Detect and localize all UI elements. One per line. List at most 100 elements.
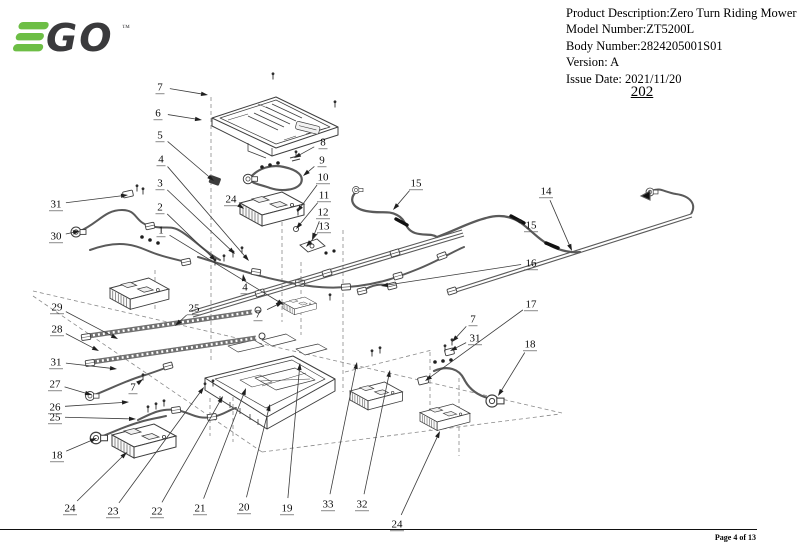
callout-17: 17 <box>425 299 538 381</box>
part-relay-module-top <box>239 191 305 227</box>
callout-5: 5 <box>155 130 214 181</box>
svg-text:15: 15 <box>411 178 423 190</box>
callout-7: 7 <box>452 314 478 342</box>
callout-31: 31 <box>49 357 117 371</box>
svg-text:30: 30 <box>51 231 63 243</box>
svg-text:9: 9 <box>319 155 325 167</box>
callout-15: 15 <box>393 178 423 210</box>
svg-text:26: 26 <box>50 402 62 414</box>
callout-29: 29 <box>50 302 118 339</box>
callout-15: 15 <box>514 219 538 233</box>
callout-4: 4 <box>240 274 250 295</box>
svg-text:24: 24 <box>226 194 238 206</box>
svg-text:2: 2 <box>157 202 163 214</box>
callout-6: 6 <box>153 108 202 122</box>
ego-logo-tm: ™ <box>122 23 130 32</box>
callout-23: 23 <box>106 387 204 519</box>
wire-harness-16 <box>355 281 399 296</box>
callout-2: 2 <box>155 202 216 261</box>
part-module-right <box>349 381 403 411</box>
svg-text:25: 25 <box>189 303 201 315</box>
callout-31: 31 <box>450 333 482 351</box>
callout-19: 19 <box>280 363 302 516</box>
construction-lines <box>32 97 563 456</box>
callout-24: 24 <box>224 194 244 209</box>
svg-text:3: 3 <box>157 178 163 190</box>
callout-11: 11 <box>296 190 331 229</box>
callout-20: 20 <box>237 404 271 515</box>
svg-text:25: 25 <box>50 412 62 424</box>
header-info: Product Description:Zero Turn Riding Mow… <box>566 5 797 87</box>
version: Version: A <box>566 55 620 70</box>
callout-16: 16 <box>381 258 538 288</box>
svg-text:27: 27 <box>50 379 62 391</box>
model-number: Model Number:ZT5200L <box>566 22 695 37</box>
svg-text:12: 12 <box>318 207 329 219</box>
svg-text:13: 13 <box>319 221 331 233</box>
callout-25: 25 <box>48 412 136 425</box>
page-number-label: Page 4 of 13 <box>714 533 756 542</box>
svg-text:7: 7 <box>255 309 261 321</box>
body-number: Body Number:2824205001S01 <box>566 38 723 53</box>
callout-27: 27 <box>48 379 92 396</box>
svg-text:33: 33 <box>323 499 335 511</box>
ego-logo: GO ™ <box>6 16 138 62</box>
wire-harness-center <box>197 246 465 292</box>
svg-text:8: 8 <box>320 137 326 149</box>
wire-harness-braided <box>80 306 266 368</box>
callout-4: 4 <box>156 154 249 261</box>
callout-7: 7 <box>128 379 143 395</box>
svg-text:20: 20 <box>239 502 251 514</box>
svg-text:18: 18 <box>525 339 537 351</box>
svg-text:32: 32 <box>357 499 368 511</box>
svg-text:7: 7 <box>470 314 476 326</box>
callout-22: 22 <box>150 396 223 519</box>
callout-25: 25 <box>175 303 201 326</box>
callout-32: 32 <box>355 370 391 512</box>
fastener-dots <box>140 161 453 364</box>
callout-9: 9 <box>303 155 327 176</box>
svg-text:5: 5 <box>157 130 163 142</box>
part-base-tray <box>204 333 336 430</box>
diagram-number: 202 <box>630 84 654 100</box>
issue-date: Issue Date: 2021/11/20 <box>566 71 682 86</box>
part-module-left <box>109 277 170 310</box>
wire-cable-14 <box>446 187 695 296</box>
wire-harness-left-lower <box>84 360 237 445</box>
svg-text:17: 17 <box>526 299 538 311</box>
svg-text:4: 4 <box>158 154 164 166</box>
part-top-cover <box>211 96 339 159</box>
part-module-bottom-right <box>419 403 471 431</box>
part-relay-small-center <box>282 296 317 315</box>
callout-10: 10 <box>297 172 330 212</box>
svg-text:15: 15 <box>526 220 538 232</box>
svg-text:24: 24 <box>65 503 77 515</box>
wire-bundle-straight <box>190 229 465 318</box>
callout-26: 26 <box>48 400 129 415</box>
wire-harness-cable-loop <box>242 164 303 192</box>
wire-harness-17-18 <box>417 347 506 409</box>
svg-text:7: 7 <box>130 382 136 394</box>
svg-text:31: 31 <box>51 199 62 211</box>
callout-layer: 7654321313029283127262518252477489101112… <box>48 82 572 532</box>
svg-text:14: 14 <box>541 186 553 198</box>
callout-8: 8 <box>294 137 328 158</box>
svg-text:18: 18 <box>52 450 64 462</box>
product-description: Product Description:Zero Turn Riding Mow… <box>566 6 797 20</box>
callout-30: 30 <box>49 230 80 244</box>
svg-text:29: 29 <box>52 302 64 314</box>
svg-text:19: 19 <box>282 503 294 515</box>
callout-21: 21 <box>193 388 246 516</box>
callout-31: 31 <box>49 193 128 212</box>
callout-7: 7 <box>155 82 208 97</box>
callout-24: 24 <box>63 452 127 516</box>
svg-text:24: 24 <box>392 519 404 531</box>
svg-text:16: 16 <box>526 258 538 270</box>
svg-text:10: 10 <box>318 172 330 184</box>
svg-text:31: 31 <box>470 333 481 345</box>
callout-28: 28 <box>50 324 99 351</box>
svg-text:31: 31 <box>51 357 62 369</box>
footer-rule <box>0 529 757 530</box>
